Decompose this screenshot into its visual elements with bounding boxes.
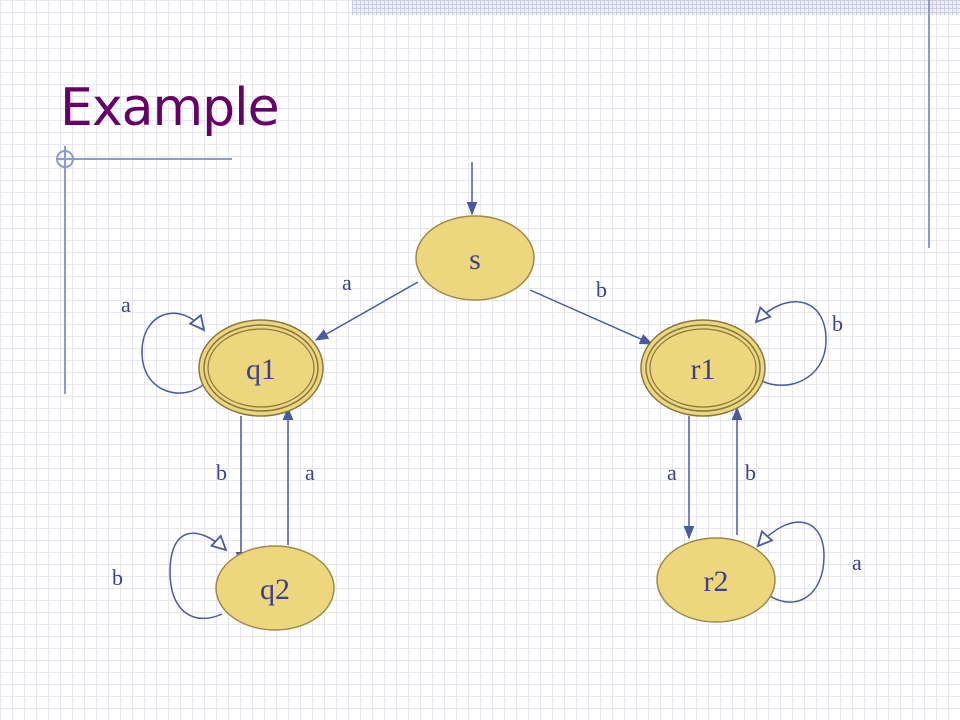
state-s-label: s [469,243,481,276]
loop-r2-label: a [852,550,862,575]
edge-q1-q2-label: b [216,460,227,485]
title-underline [56,158,232,160]
state-s: s [415,215,535,301]
state-r1: r1 [640,319,766,417]
slide-title: Example [60,78,280,138]
state-q1-label: q1 [246,353,276,386]
loop-q2 [169,532,228,620]
edge-s-r1-label: b [596,277,607,302]
edge-s-q1 [314,281,419,341]
edge-s-q1-label: a [342,270,352,295]
state-q2-label: q2 [260,573,290,606]
state-q2: q2 [215,545,335,631]
edge-q2-q1-label: a [305,460,315,485]
edge-s-r1 [529,289,654,345]
state-r2: r2 [656,537,776,623]
loop-q1 [141,312,206,394]
loop-q2-label: b [112,565,123,590]
loop-q1-label: a [121,292,131,317]
loop-r2 [756,521,825,603]
state-q1: q1 [198,319,324,417]
loop-r1-label: b [832,311,843,336]
top-grid-band [352,0,960,15]
edge-r2-r1-label: b [745,460,756,485]
title-circle-ornament [56,150,74,168]
left-accent-rule [64,146,66,394]
state-r2-label: r2 [704,565,729,598]
state-r1-label: r1 [691,353,716,386]
edge-r1-r2-label: a [667,460,677,485]
loop-r1 [754,301,827,386]
right-accent-rule [928,0,930,248]
